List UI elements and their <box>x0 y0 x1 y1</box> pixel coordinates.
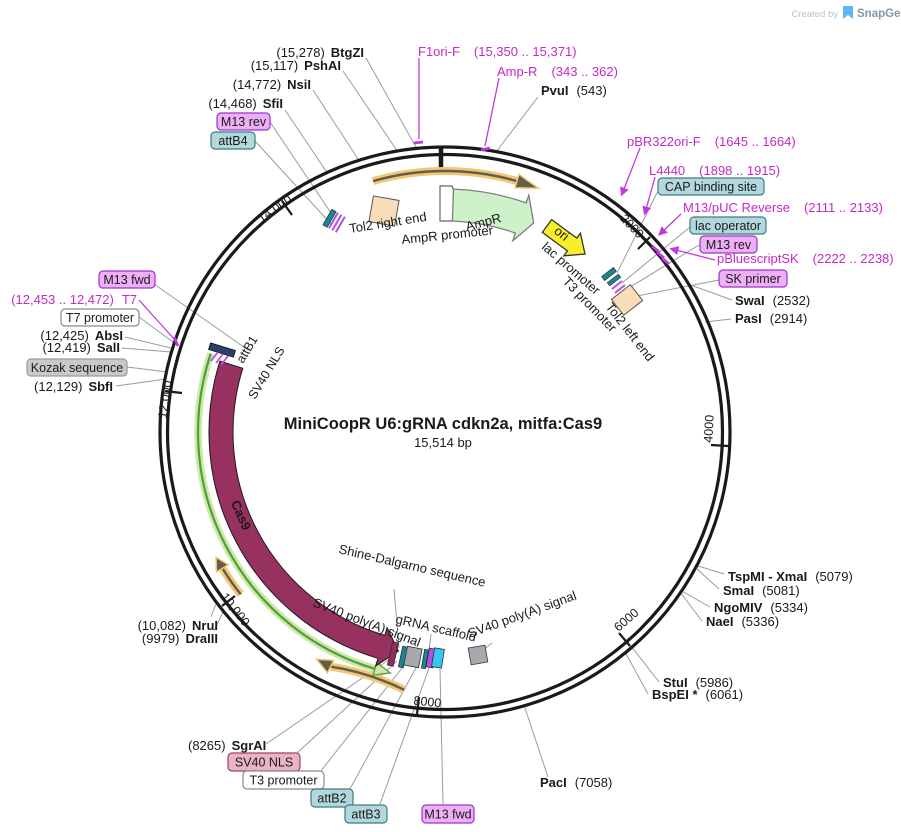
enzyme-swai: SwaI(2532) <box>735 293 810 308</box>
enzyme-nsii: (14,772)NsiI <box>233 77 311 92</box>
primer-labels[interactable]: F1ori-F(15,350 .. 15,371) Amp-R(343 .. 3… <box>11 44 893 307</box>
svg-text:T7 promoter: T7 promoter <box>66 311 134 325</box>
ampr-gene-arrow[interactable] <box>451 188 535 243</box>
plasmid-title: MiniCoopR U6:gRNA cdkn2a, mitfa:Cas9 15,… <box>284 415 602 450</box>
primer-leader-lines <box>138 58 716 341</box>
orf-arrow-left[interactable] <box>215 555 244 597</box>
tick-12000: 12,000 <box>155 379 174 419</box>
right-site-cluster[interactable] <box>601 266 644 316</box>
bottom-site-cluster[interactable] <box>386 641 445 670</box>
enzyme-paci: PacI(7058) <box>540 775 612 790</box>
enzyme-stui: StuI(5986) <box>663 675 733 690</box>
plasmid-size: 15,514 bp <box>414 435 472 450</box>
attb1-sv40nls-site-cluster[interactable] <box>208 342 236 366</box>
sv40-polya-site-2[interactable] <box>467 644 489 666</box>
attb1-label: attB1 <box>234 333 261 365</box>
enzyme-labels[interactable]: (15,278)BtgZI (15,117)PshAI (14,772)NsiI… <box>34 45 853 790</box>
primer-f1ori-f: F1ori-F(15,350 .. 15,371) <box>418 44 577 59</box>
sk-primer-box: SK primer <box>718 269 788 288</box>
tol2-left-end-feature <box>610 284 644 316</box>
snapgene-brand-text: SnapGene <box>857 8 901 20</box>
enzyme-ngomiv: NgoMIV(5334) <box>714 600 808 615</box>
page-title: MiniCoopR U6:gRNA cdkn2a, mitfa:Cas9 <box>284 415 602 433</box>
primer-pbluescriptsk: pBluescriptSK(2222 .. 2238) <box>717 251 894 266</box>
svg-text:lac operator: lac operator <box>695 219 761 233</box>
enzyme-pshai: (15,117)PshAI <box>251 58 341 73</box>
primer-t7: (12,453 .. 12,472)T7 <box>11 292 137 307</box>
attb4-box: attB4 <box>210 131 256 150</box>
svg-text:attB3: attB3 <box>351 808 380 822</box>
svg-text:attB2: attB2 <box>317 792 346 806</box>
svg-text:M13 fwd: M13 fwd <box>103 273 150 287</box>
tick-4000: 4000 <box>701 414 716 443</box>
enzyme-sali: (12,419)SalI <box>42 340 120 355</box>
orf-arrow-bottom[interactable] <box>314 658 406 694</box>
attb4-m13rev-site-cluster[interactable] <box>322 208 346 233</box>
attb2-box: attB2 <box>310 788 354 808</box>
primer-site-marks <box>172 140 670 347</box>
sv40-polya-right-label: SV40 poly(A) signal <box>466 588 579 641</box>
snapgene-logo-icon <box>843 6 853 19</box>
ori-feature-arrow[interactable] <box>541 218 586 257</box>
tick-6000: 6000 <box>611 606 641 635</box>
t3-promoter-box: T3 promoter <box>242 770 325 790</box>
svg-text:T3 promoter: T3 promoter <box>249 774 317 788</box>
tol2-right-end-feature[interactable] <box>368 195 400 227</box>
primer-amp-r: Amp-R(343 .. 362) <box>497 64 618 79</box>
svg-text:Kozak sequence: Kozak sequence <box>31 361 123 375</box>
m13-fwd-site <box>431 647 445 669</box>
primer-pbr322ori-f: pBR322ori-F(1645 .. 1664) <box>627 134 796 149</box>
svg-text:SK primer: SK primer <box>725 272 781 286</box>
primer-m13-puc-reverse: M13/pUC Reverse(2111 .. 2133) <box>683 200 883 215</box>
svg-text:M13 rev: M13 rev <box>706 238 752 252</box>
m13-fwd-box-bottom: M13 fwd <box>421 804 475 824</box>
created-by-text: Created by <box>792 9 839 20</box>
enzyme-absi: (12,425)AbsI <box>40 328 123 343</box>
shine-dalgarno-label: Shine-Dalgarno sequence <box>337 541 487 589</box>
snapgene-watermark: Created by SnapGene <box>792 6 901 20</box>
enzyme-naei: NaeI(5336) <box>706 614 779 629</box>
svg-text:M13 fwd: M13 fwd <box>424 808 471 822</box>
svg-text:SV40 NLS: SV40 NLS <box>235 756 293 770</box>
sv40-nls-site <box>386 641 400 667</box>
tick-8000: 8000 <box>413 694 442 711</box>
site-box-labels[interactable]: M13 rev attB4 CAP binding site lac opera… <box>26 112 788 824</box>
orf-arrow-top[interactable] <box>371 167 541 190</box>
enzyme-tspmi-xmai: TspMI - XmaI(5079) <box>728 569 853 584</box>
sv40-nls-box: SV40 NLS <box>227 752 301 772</box>
enzyme-btgzi: (15,278)BtgZI <box>276 45 364 60</box>
enzyme-pvui: PvuI(543) <box>541 83 607 98</box>
plasmid-backbone-ring <box>158 145 732 719</box>
enzyme-sgrai: (8265)SgrAI <box>188 738 266 753</box>
m13-rev-box-right: M13 rev <box>699 235 758 254</box>
orf-arrow-cas9[interactable] <box>194 352 392 676</box>
enzyme-sfii: (14,468)SfiI <box>208 96 283 111</box>
enzyme-smai: SmaI(5081) <box>723 583 800 598</box>
svg-text:attB4: attB4 <box>218 134 247 148</box>
cas9-gene-arrow[interactable] <box>208 360 400 668</box>
enzyme-nrui: (10,082)NruI <box>138 618 218 633</box>
enzyme-draiii: (9979)DraIII <box>142 631 218 646</box>
lac-operator-box: lac operator <box>689 216 767 235</box>
kozak-sequence-box: Kozak sequence <box>26 358 128 377</box>
svg-text:CAP binding site: CAP binding site <box>665 180 757 194</box>
enzyme-pasi: PasI(2914) <box>735 311 807 326</box>
enzyme-bspei: BspEI *(6061) <box>652 687 743 702</box>
t7-promoter-box: T7 promoter <box>60 308 140 327</box>
sv40-polya-site <box>403 645 423 669</box>
enzyme-sbfi: (12,129)SbfI <box>34 379 113 394</box>
cap-binding-site-box: CAP binding site <box>657 177 765 196</box>
primer-l4440: L4440(1898 .. 1915) <box>649 163 780 178</box>
svg-text:M13 rev: M13 rev <box>221 115 267 129</box>
m13-rev-box-top: M13 rev <box>216 112 271 131</box>
attb3-box: attB3 <box>344 804 388 824</box>
m13-fwd-box-left: M13 fwd <box>98 270 156 289</box>
